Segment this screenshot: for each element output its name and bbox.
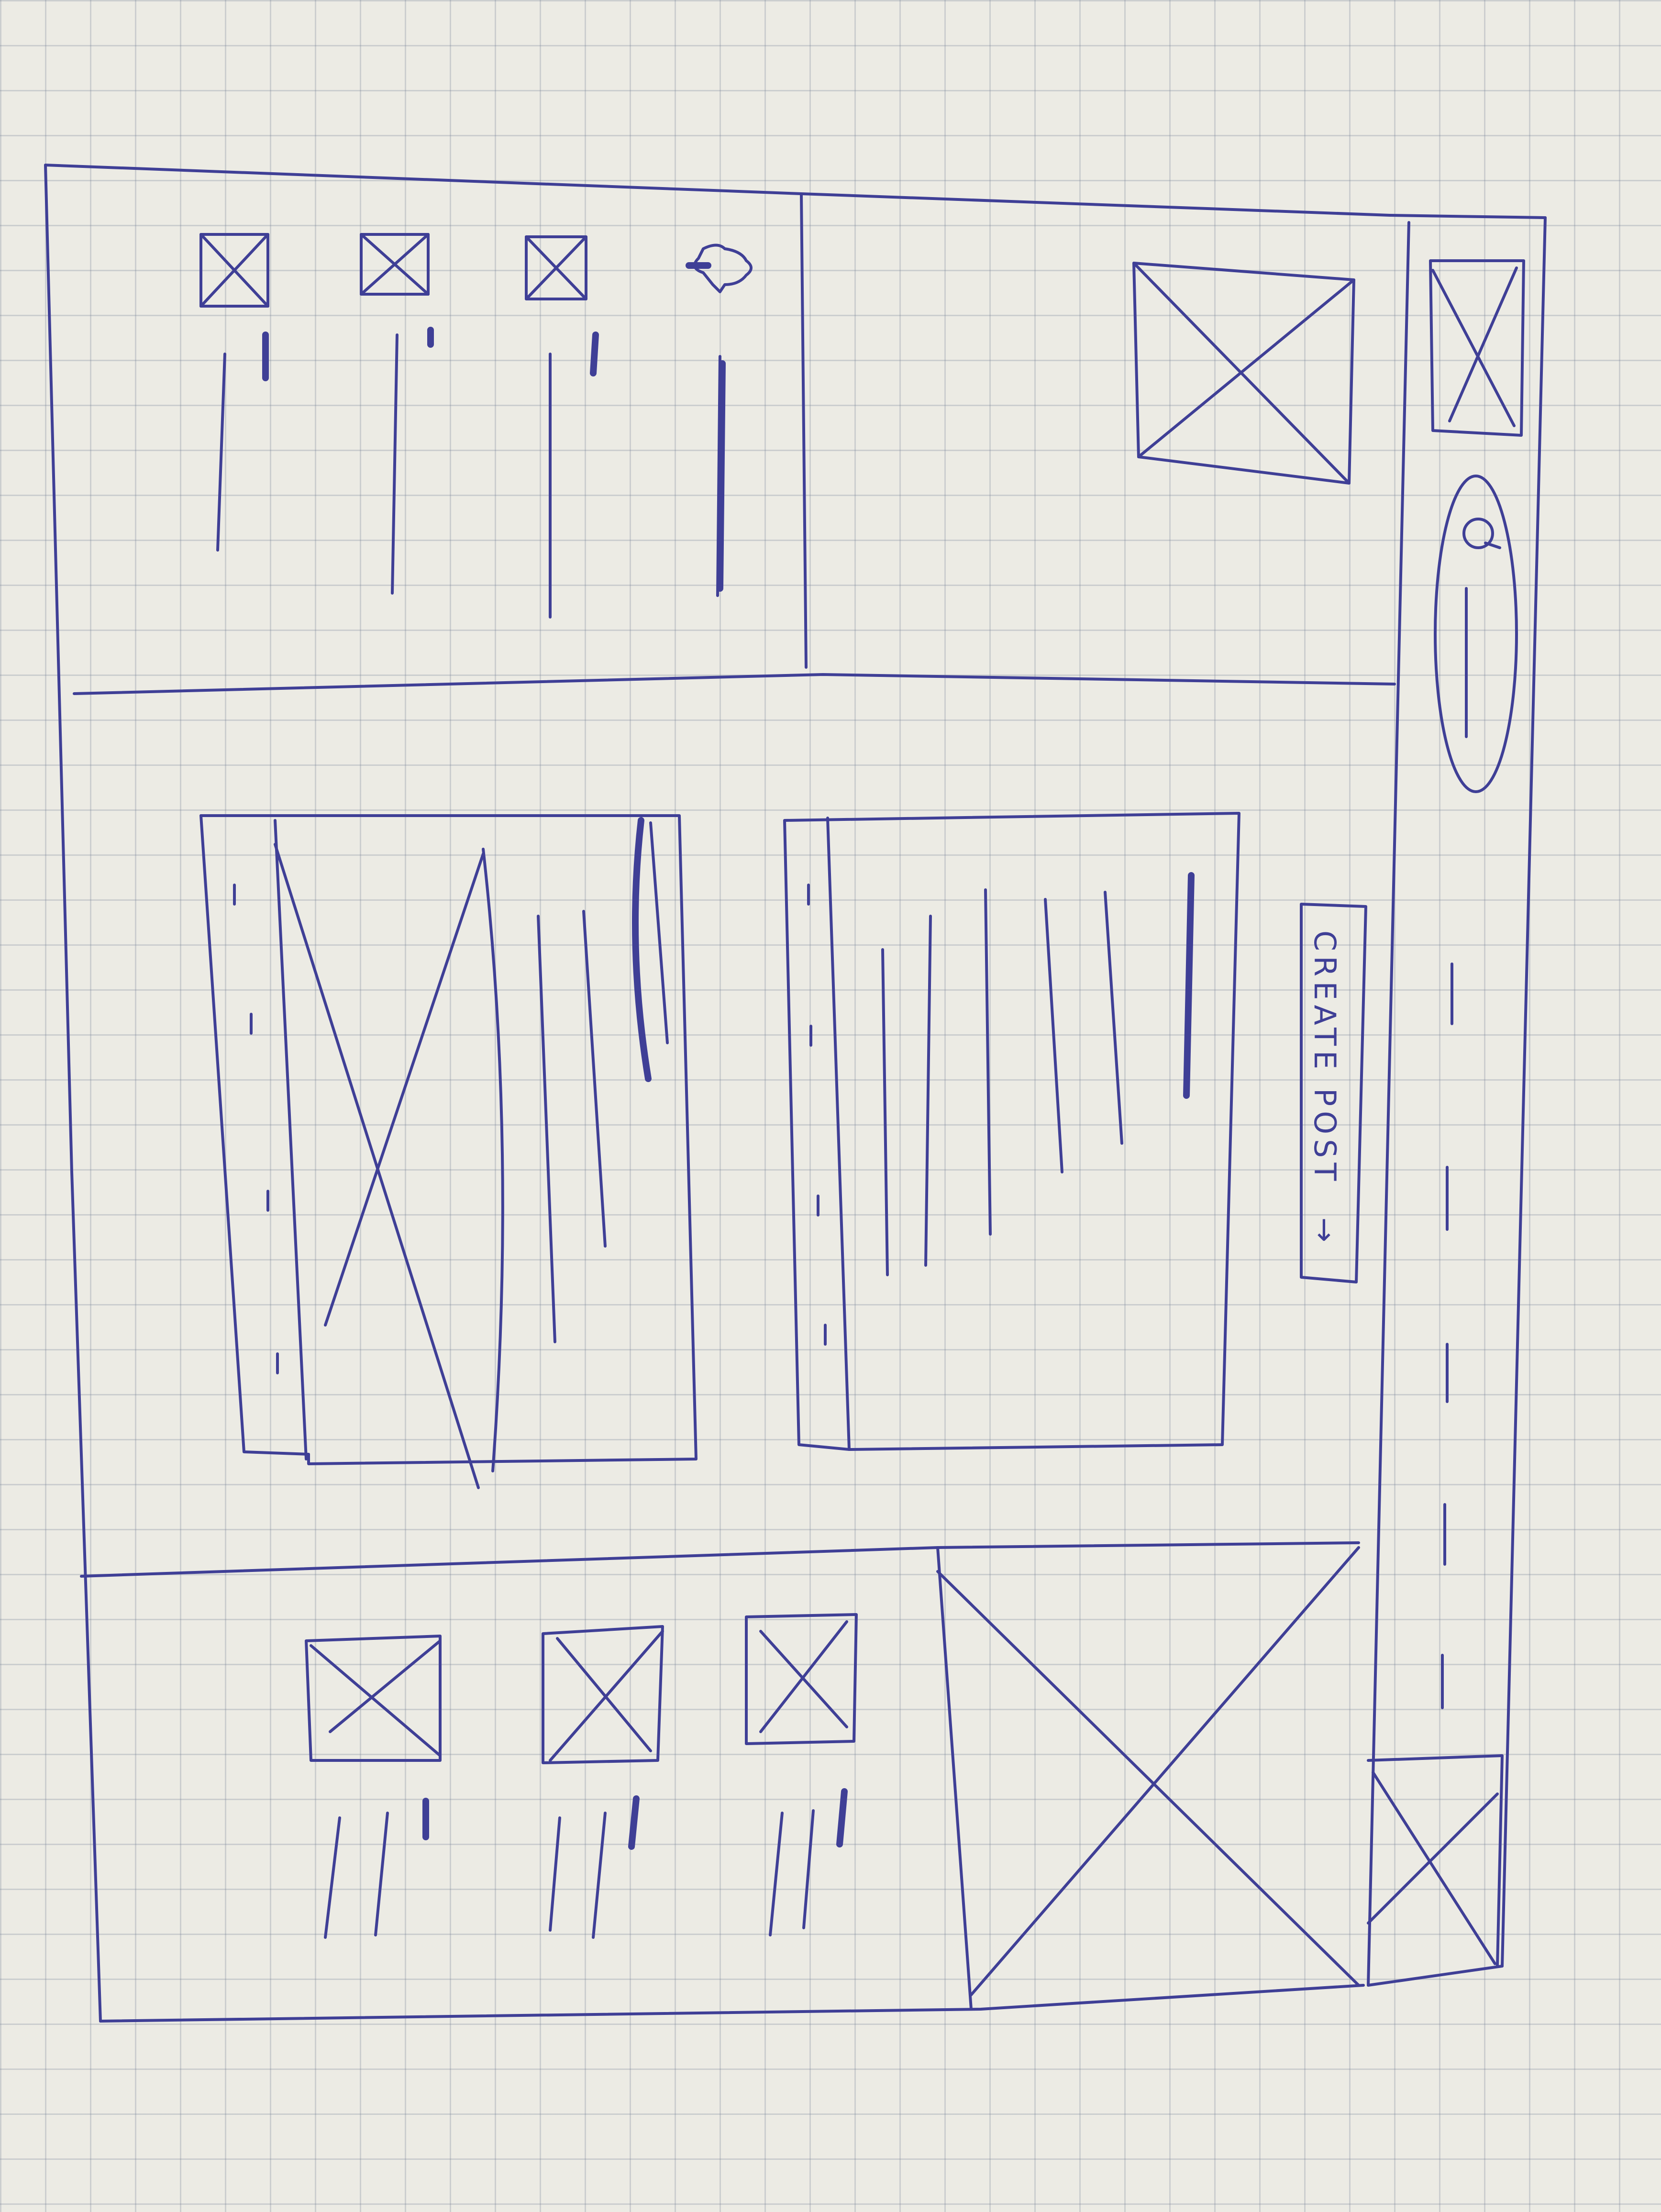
create-post-arrow-icon: → (1307, 1217, 1342, 1247)
card-2-strip-marks (808, 885, 825, 1344)
footer-item-1-image-icon (306, 1636, 440, 1760)
search-icon (1464, 519, 1500, 548)
create-post-label: CREATE POST (1307, 930, 1342, 1185)
card-2-text-lines (883, 875, 1191, 1275)
card-1-strip-marks (234, 885, 277, 1373)
footer-image-placeholder (938, 1548, 1359, 2009)
right-sidebar (1368, 218, 1545, 1985)
nav-tab-1[interactable] (201, 234, 268, 550)
footer-item-3-image-icon (746, 1615, 856, 1744)
tab-2-label (392, 335, 397, 593)
nav-tab-2[interactable] (361, 234, 431, 593)
footer-item-1-text-lines (325, 1801, 426, 1937)
page-frame (45, 165, 1545, 2021)
sidebar-logo-image-placeholder (1430, 261, 1524, 435)
nav-tab-3[interactable] (526, 237, 596, 617)
nav-tabs[interactable] (201, 194, 806, 667)
sidebar-items[interactable] (1442, 964, 1452, 1708)
header-divider (74, 675, 1395, 694)
footer-divider (81, 1543, 1359, 1576)
nav-divider (801, 194, 806, 667)
footer-item-2-image-icon (543, 1626, 663, 1763)
post-card-1[interactable] (201, 816, 696, 1488)
footer-item-2-text-lines (550, 1799, 636, 1937)
card-1-side-strip (275, 820, 306, 1459)
header-image-placeholder (1134, 263, 1354, 483)
card-2-side-strip (828, 818, 849, 1449)
create-post-button[interactable]: CREATE POST → (1301, 904, 1366, 1282)
card-1-image-placeholder (275, 844, 503, 1488)
post-card-2[interactable] (785, 813, 1239, 1449)
nav-tab-4[interactable] (689, 245, 751, 596)
tab-1-image-icon (201, 234, 268, 306)
footer-item-3[interactable] (746, 1615, 856, 1935)
tab-1-label (218, 354, 225, 550)
tab-3-image-icon (526, 237, 586, 299)
footer-item-2[interactable] (543, 1626, 663, 1937)
user-icon (695, 245, 751, 292)
footer-item-1[interactable] (306, 1636, 440, 1937)
search-bar[interactable] (1435, 476, 1517, 792)
search-input[interactable] (1435, 476, 1517, 792)
sidebar-bottom-image-placeholder (1368, 1756, 1502, 1966)
footer-item-3-text-lines (770, 1792, 844, 1935)
tab-2-image-icon (361, 234, 428, 294)
card-1-text-lines (538, 820, 667, 1342)
